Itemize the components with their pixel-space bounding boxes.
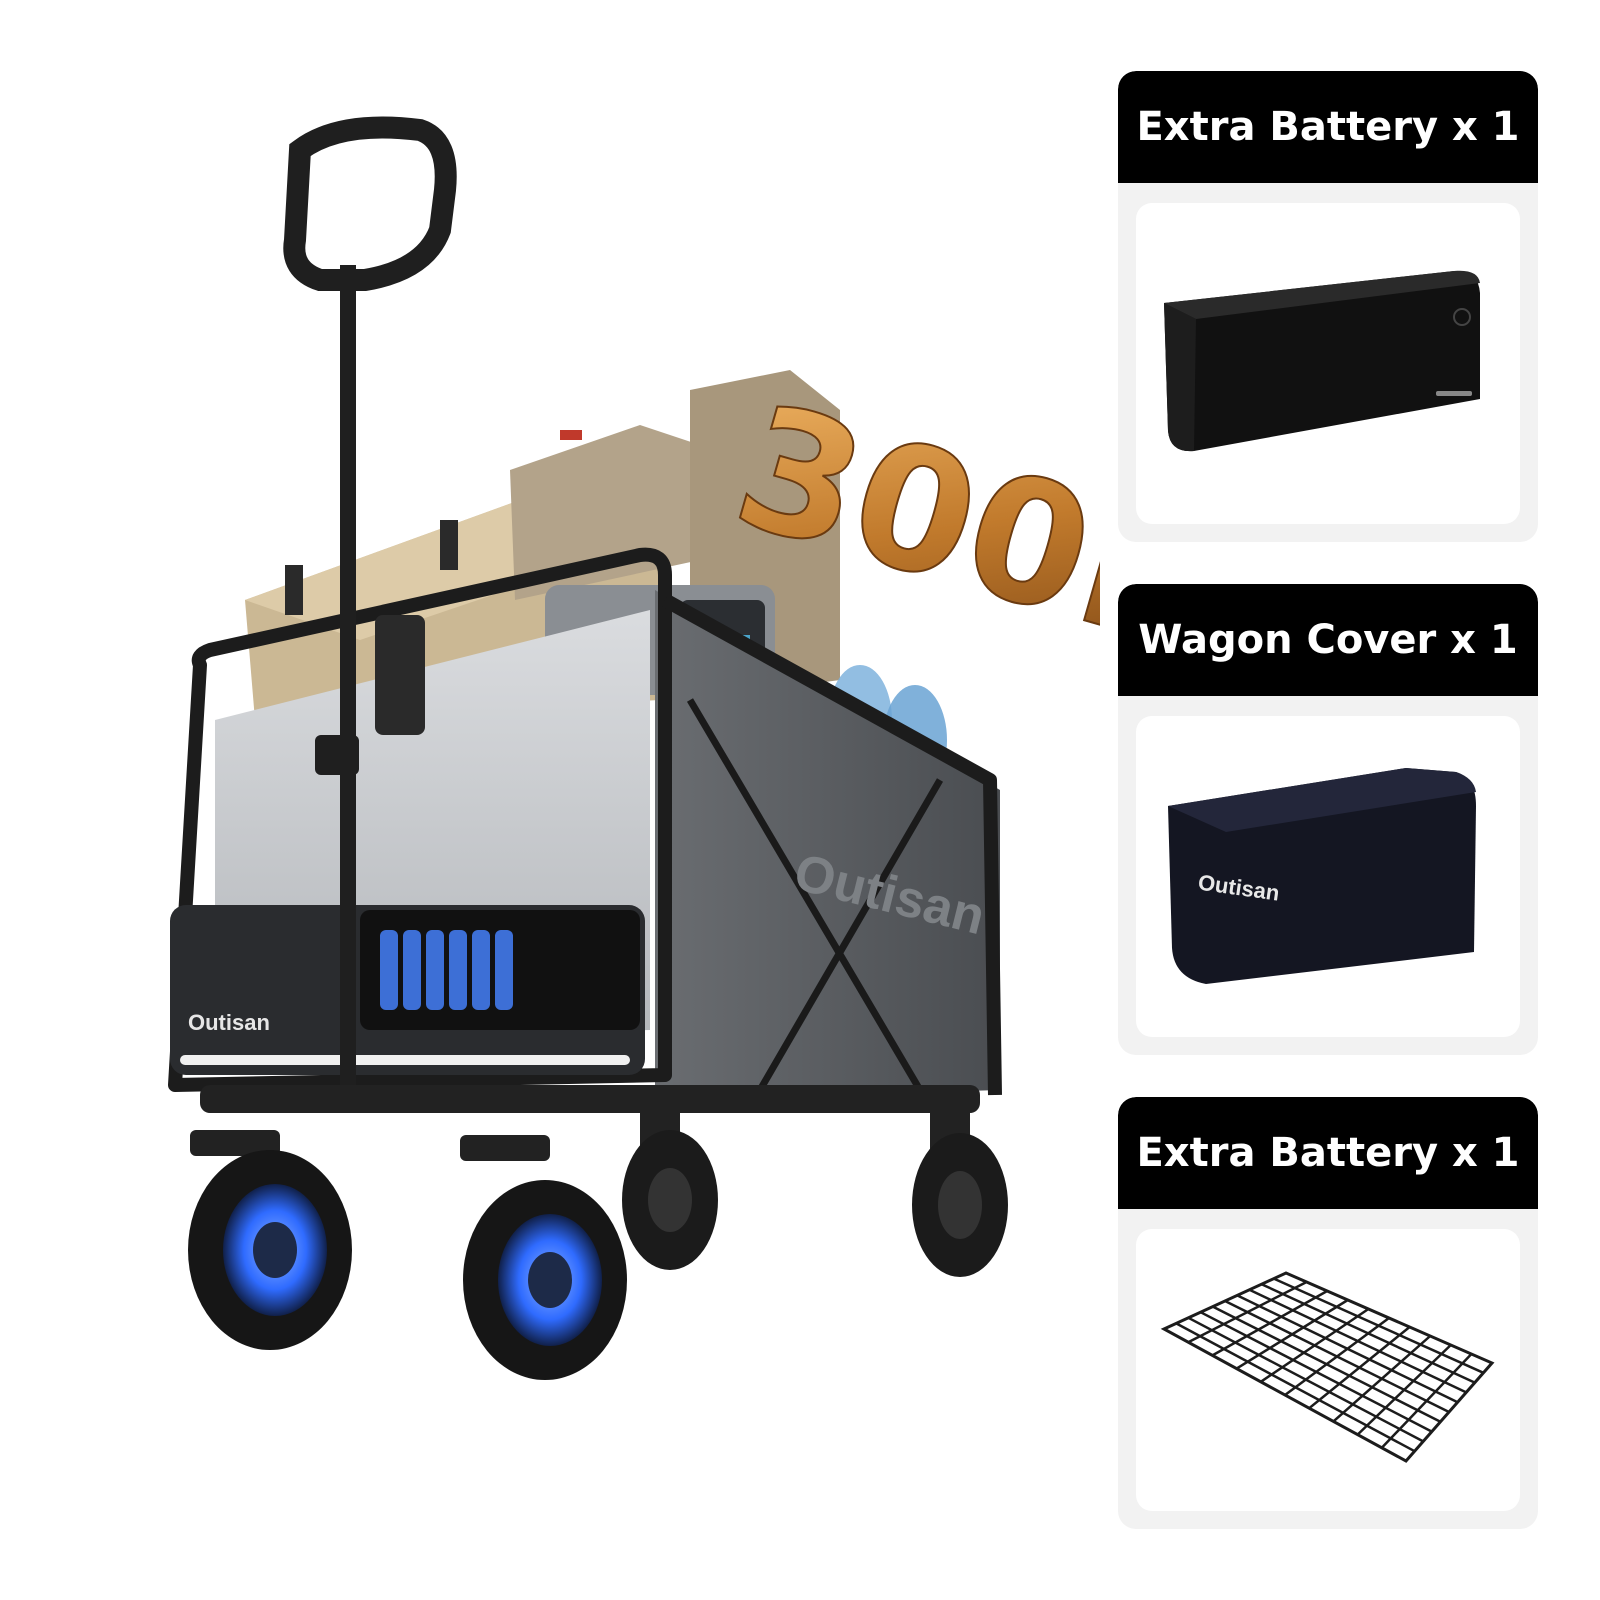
net-strand — [1261, 1283, 1476, 1384]
wagon-frame — [168, 547, 1002, 1096]
net-strand — [1308, 1326, 1411, 1410]
wagon-side-fabric — [655, 590, 1000, 1100]
net-strand — [1248, 1288, 1467, 1394]
net-strand — [1380, 1353, 1473, 1449]
hero-battery-brand: Outisan — [188, 1010, 270, 1035]
accessory-image-frame — [1136, 1229, 1520, 1511]
accessory-card-cargo-net: Extra Battery x 1 — [1118, 1097, 1538, 1529]
accessory-title: Extra Battery x 1 — [1118, 71, 1538, 183]
wheel-rear-left — [622, 1110, 718, 1270]
wagon-cover-image: Outisan — [1168, 768, 1476, 984]
accessory-image-frame: Outisan — [1136, 716, 1520, 1037]
product-hero-image: Outisan Outisan 300L — [168, 116, 1100, 1380]
net-strand — [1284, 1316, 1390, 1397]
net-strand — [1236, 1294, 1459, 1404]
battery-image — [1164, 270, 1480, 452]
net-strand — [1356, 1344, 1452, 1436]
wheel-front-right — [460, 1135, 627, 1380]
front-battery: Outisan — [170, 905, 645, 1075]
wheel-front-left — [188, 1130, 352, 1350]
accessory-card-battery: Extra Battery x 1 — [1118, 71, 1538, 542]
accessory-title: Wagon Cover x 1 — [1118, 584, 1538, 696]
side-braces — [686, 698, 944, 1092]
net-strand — [1332, 1335, 1432, 1423]
chassis — [200, 1085, 980, 1113]
accessory-card-wagon-cover: Wagon Cover x 1 Outisan — [1118, 584, 1538, 1055]
accessory-title: Extra Battery x 1 — [1118, 1097, 1538, 1209]
accessory-image-frame — [1136, 203, 1520, 524]
wheel-rear-right — [912, 1110, 1008, 1277]
cargo-net-image — [1160, 1271, 1495, 1463]
wagon-illustration: Outisan Outisan 300L — [168, 116, 1100, 1380]
net-strand — [1273, 1277, 1484, 1374]
wagon-handle — [283, 116, 457, 1085]
